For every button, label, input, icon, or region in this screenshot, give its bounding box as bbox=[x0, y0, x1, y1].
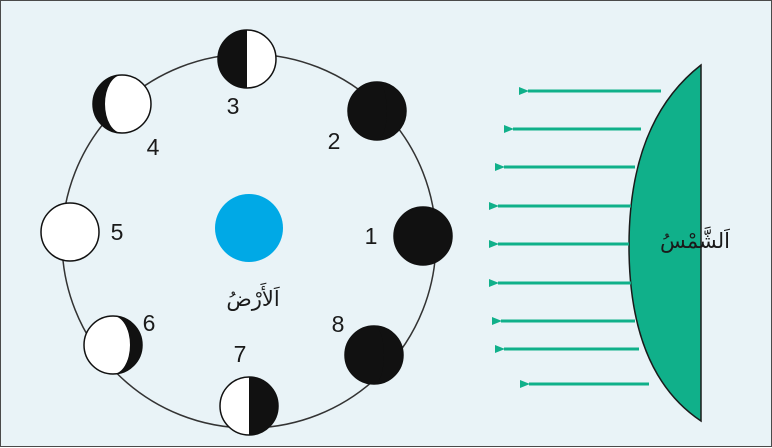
sun-label: اَلشَّمْسُ bbox=[660, 225, 731, 253]
sun-rays bbox=[489, 87, 661, 388]
phase-number-6: 6 bbox=[143, 310, 156, 336]
moon-phase-5 bbox=[40, 202, 100, 262]
moon-phase-3 bbox=[217, 29, 277, 89]
phase-number-2: 2 bbox=[328, 128, 341, 154]
moon-phase-6 bbox=[83, 315, 143, 375]
phase-number-5: 5 bbox=[111, 219, 124, 245]
phase-number-4: 4 bbox=[147, 134, 160, 160]
earth bbox=[215, 194, 283, 262]
sun bbox=[628, 63, 702, 423]
phase-number-7: 7 bbox=[234, 341, 247, 367]
earth-label: اَلأَرْضُ bbox=[226, 283, 280, 311]
phase-number-1: 1 bbox=[365, 223, 378, 249]
moon-phase-2 bbox=[347, 81, 407, 141]
moon-phase-1 bbox=[393, 206, 453, 266]
phase-number-8: 8 bbox=[332, 311, 345, 337]
moon-phase-7 bbox=[219, 376, 279, 436]
moon-phase-4 bbox=[92, 74, 152, 134]
moon-phase-8 bbox=[344, 325, 404, 385]
phase-number-3: 3 bbox=[227, 93, 240, 119]
